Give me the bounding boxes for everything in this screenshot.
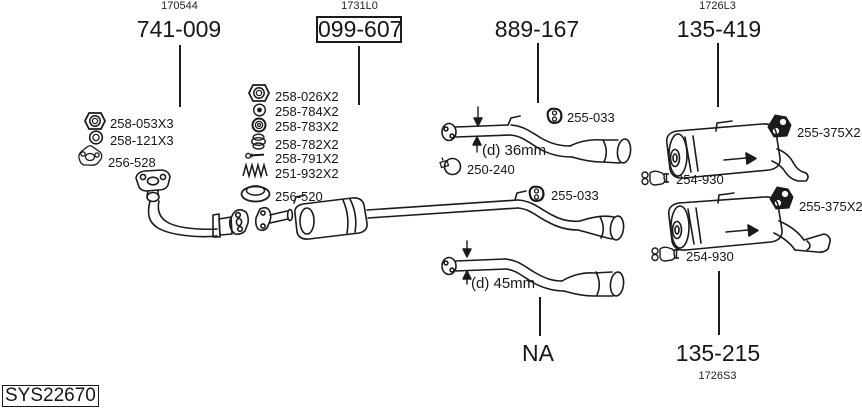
fastener-label: 258-053X3 [110, 116, 174, 131]
fastener-label: 258-121X3 [110, 133, 174, 148]
rubber-hanger-icon [546, 107, 563, 124]
fastener-label: 251-932X2 [275, 166, 339, 181]
clamp-label: 250-240 [467, 162, 515, 177]
rubber-mount-icon [767, 114, 792, 138]
part-number-rear-silencer-bottom: 135-215 [675, 340, 761, 366]
mount-label: 255-375X2 [799, 199, 862, 214]
leader-line [179, 45, 181, 107]
ref-code-front-pipe: 170544 [161, 0, 198, 12]
pipe-diameter-label: (d) 36mm [482, 142, 547, 159]
clamp-label: 254-930 [676, 172, 724, 187]
front-pipe-drawing [135, 169, 250, 238]
ref-code-center-section: 1731L0 [341, 0, 378, 12]
rubber-hanger-icon [528, 185, 545, 202]
part-number-tail-pipe: NA [522, 340, 554, 366]
bolt-icon [245, 152, 265, 159]
hanger-label: 255-033 [551, 188, 599, 203]
leader-line [718, 271, 720, 335]
leader-line [717, 43, 719, 107]
fastener-label: 258-783X2 [275, 119, 339, 134]
fastener-label: 258-791X2 [275, 151, 339, 166]
leader-line [358, 46, 360, 105]
part-number-rear-silencer-top: 135-419 [676, 16, 762, 42]
pipe-diameter-label: (d) 45mm [471, 275, 536, 292]
gasket-ring-icon [240, 185, 271, 203]
mount-label: 255-375X2 [797, 125, 861, 140]
ref-code-rear-silencer-bottom: 1726S3 [698, 370, 737, 382]
rubber-buffer-icon [250, 133, 267, 150]
hex-nut-icon [83, 112, 107, 130]
double-clamp-icon [641, 170, 669, 186]
rubber-mount-icon [769, 186, 794, 210]
double-clamp-icon [651, 246, 679, 262]
hex-nut-icon [247, 84, 271, 102]
system-code-badge: SYS22670 [2, 385, 99, 407]
clamp-label: 254-930 [686, 249, 734, 264]
ref-code-rear-silencer-top: 1726L3 [699, 0, 736, 12]
spring-icon [242, 162, 268, 179]
band-clamp-icon [439, 157, 462, 176]
fastener-label: 258-026X2 [275, 89, 339, 104]
part-number-center-section-boxed: 099-607 [316, 16, 403, 43]
leader-line [539, 297, 541, 336]
part-number-front-pipe: 741-009 [136, 16, 222, 42]
fastener-label: 256-520 [275, 189, 323, 204]
washer-icon [88, 130, 104, 145]
grommet-icon [251, 117, 267, 133]
fastener-label: 258-784X2 [275, 104, 339, 119]
washer-icon [252, 103, 267, 117]
part-number-mid-pipe: 889-167 [494, 16, 580, 42]
fastener-label: 256-528 [108, 155, 156, 170]
hanger-label: 255-033 [567, 110, 615, 125]
leader-line [537, 43, 539, 103]
fastener-label: 258-782X2 [275, 137, 339, 152]
diameter-arrows [462, 106, 483, 285]
flange-gasket-icon [78, 145, 103, 166]
